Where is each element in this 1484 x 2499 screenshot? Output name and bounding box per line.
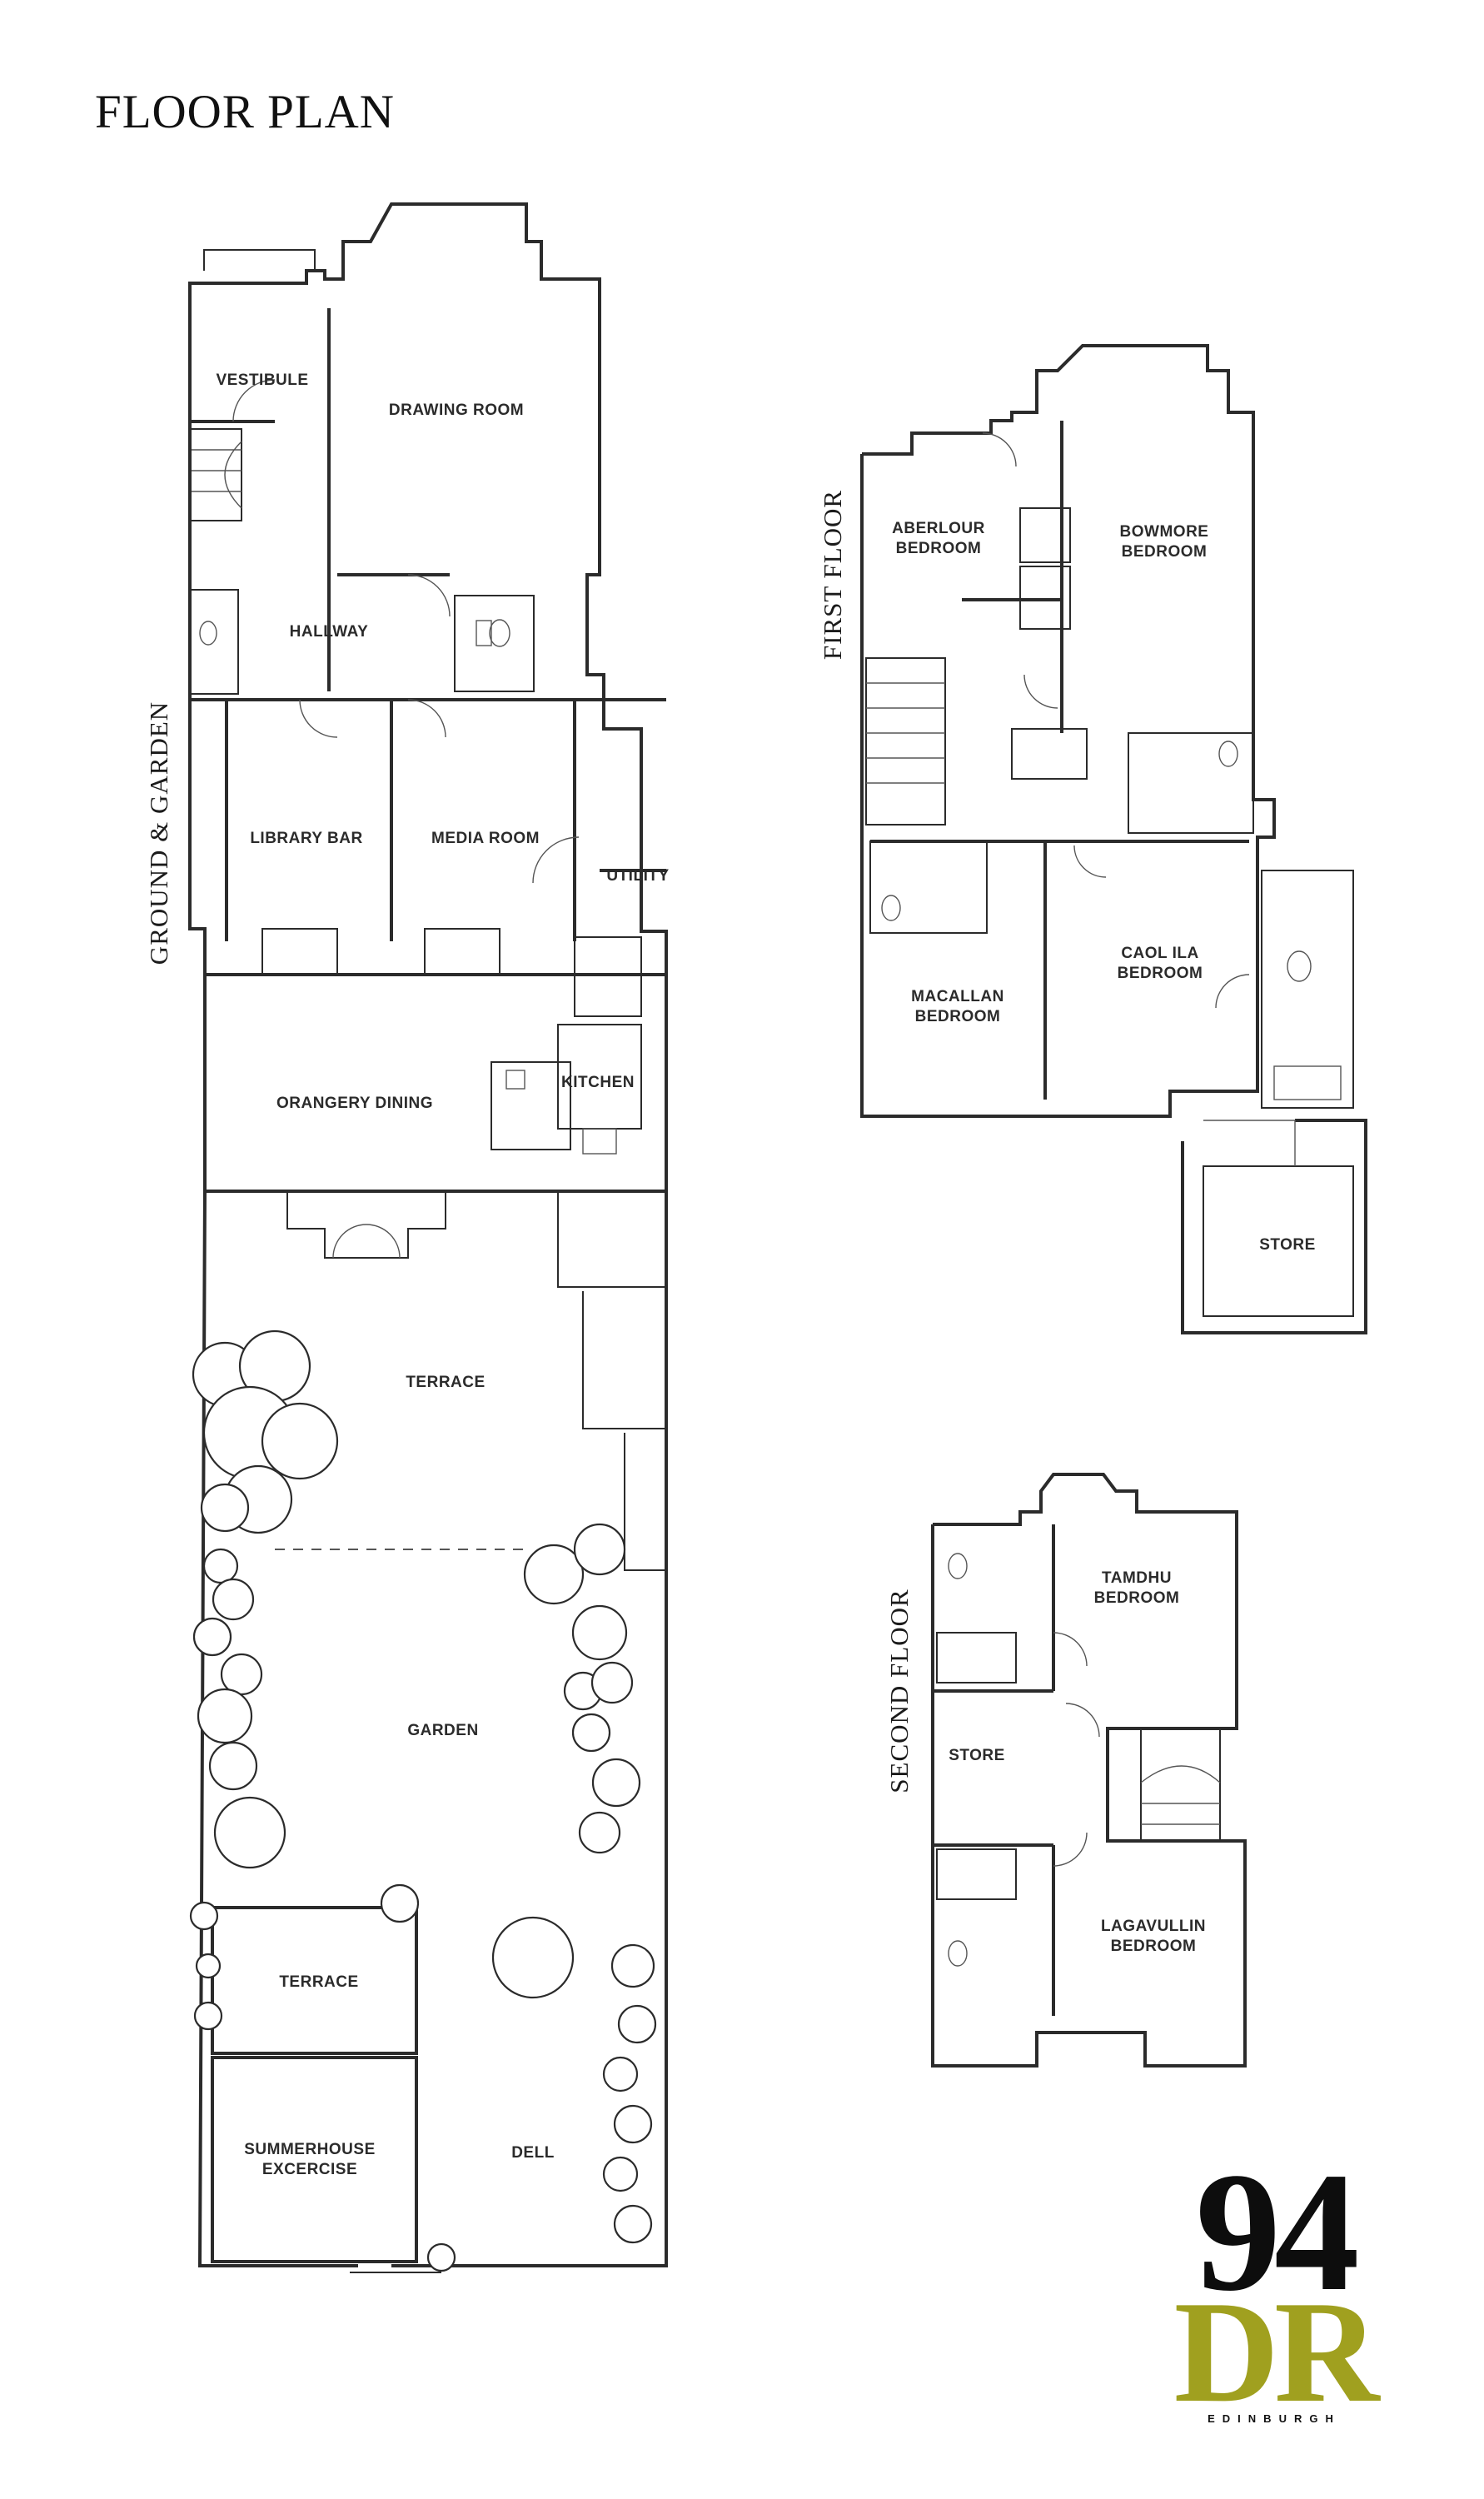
room-label-summerhouse: SUMMERHOUSE (244, 2141, 376, 2158)
room-label-bowmore-bedroom: BEDROOM (1122, 543, 1208, 561)
floor-label-first: FIRST FLOOR (818, 490, 847, 660)
garden-trees (189, 1329, 657, 2272)
room-label-hallway: HALLWAY (290, 623, 369, 641)
brand-logo: 94 DR EDINBURGH (1166, 2137, 1382, 2432)
room-label-macallan-bedroom: BEDROOM (915, 1008, 1001, 1025)
first-floor-plan (860, 344, 1367, 1334)
room-label-terrace-upper: TERRACE (406, 1374, 485, 1391)
room-label-excercise: EXCERCISE (262, 2161, 357, 2178)
room-label-orangery-dining: ORANGERY DINING (276, 1095, 433, 1112)
room-label-lagavullin: LAGAVULLIN (1101, 1918, 1206, 1935)
ground-floor-plan (188, 202, 668, 2273)
room-label-store-first: STORE (1259, 1236, 1316, 1254)
room-label-kitchen: KITCHEN (561, 1074, 635, 1091)
room-label-library-bar: LIBRARY BAR (250, 830, 362, 847)
room-label-terrace-lower: TERRACE (279, 1973, 358, 1991)
room-label-caol-ila-bedroom: BEDROOM (1118, 965, 1203, 982)
room-label-dell: DELL (511, 2144, 555, 2162)
room-label-vestibule: VESTIBULE (216, 372, 308, 389)
logo-letters: DR (1173, 2271, 1380, 2432)
room-label-bowmore: BOWMORE (1120, 523, 1209, 541)
second-floor-plan (931, 1473, 1247, 2068)
room-label-caol-ila: CAOL ILA (1121, 945, 1198, 962)
room-label-utility: UTILITY (606, 867, 669, 885)
room-label-garden: GARDEN (407, 1722, 478, 1739)
room-label-macallan: MACALLAN (911, 988, 1004, 1005)
logo-number: 94 (1195, 2137, 1360, 2327)
room-label-media-room: MEDIA ROOM (431, 830, 540, 847)
room-label-store-second: STORE (949, 1747, 1005, 1764)
room-label-lagavullin-bedroom: BEDROOM (1111, 1938, 1197, 1955)
room-label-drawing-room: DRAWING ROOM (389, 402, 524, 419)
room-label-tamdhu: TAMDHU (1102, 1569, 1172, 1587)
room-label-aberlour: ABERLOUR (892, 520, 985, 537)
room-label-tamdhu-bedroom: BEDROOM (1094, 1589, 1180, 1607)
page-title: FLOOR PLAN (95, 86, 395, 138)
room-label-aberlour-bedroom: BEDROOM (896, 540, 982, 557)
floor-label-ground: GROUND & GARDEN (144, 701, 173, 965)
logo-city: EDINBURGH (1208, 2412, 1341, 2425)
floor-labels: GROUND & GARDEN FIRST FLOOR SECOND FLOOR (144, 490, 914, 1793)
floor-label-second: SECOND FLOOR (884, 1589, 914, 1793)
room-labels: VESTIBULE DRAWING ROOM HALLWAY LIBRARY B… (216, 372, 1315, 2178)
